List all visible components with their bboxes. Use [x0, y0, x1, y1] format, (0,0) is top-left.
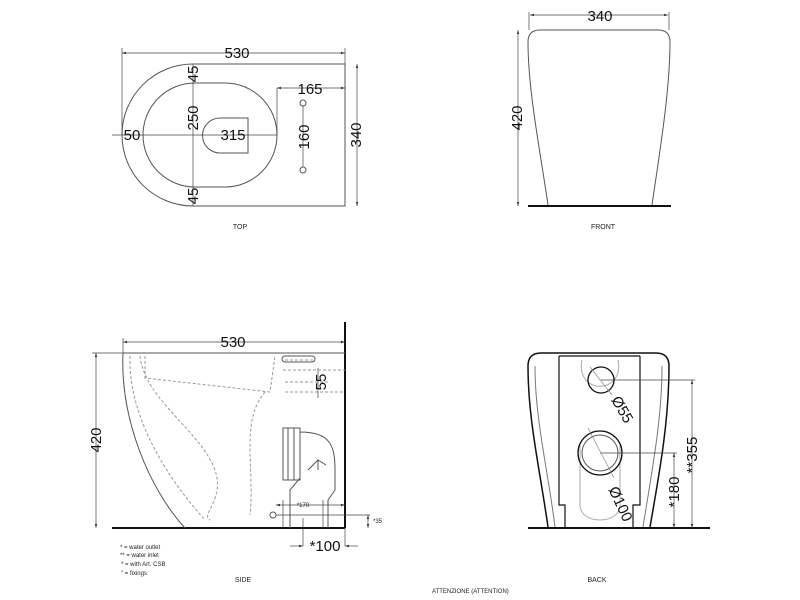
fixing-hole-top: [299, 99, 307, 107]
side-outlet-pipe: [282, 427, 336, 528]
side-dim-fixing-height: *35: [373, 519, 383, 525]
legend-item: * = water outlet: [120, 545, 161, 551]
legend-item: " = fixings: [121, 571, 147, 577]
front-dim-width: 340: [587, 8, 612, 25]
side-dim-outlet-width: *100: [310, 538, 341, 555]
back-outline: [527, 352, 670, 528]
side-dim-length: 530: [220, 334, 245, 351]
side-outline: [122, 352, 345, 529]
front-view: 340 420 FRONT: [509, 8, 671, 231]
front-dim-height: 420: [509, 105, 526, 130]
fixing-hole-bottom: [299, 166, 307, 174]
side-dim-height: 420: [88, 427, 105, 452]
top-drain-hole: [202, 117, 249, 154]
top-dim-fixing-back: 165: [297, 81, 322, 98]
front-outline: [527, 29, 671, 206]
back-panel: [558, 355, 641, 528]
side-fixing: [269, 511, 277, 519]
back-dim-outlet-height: *180: [666, 477, 683, 508]
top-dim-rim-bottom: 45: [185, 188, 202, 205]
top-view-label: TOP: [233, 224, 248, 231]
top-outline: [121, 63, 346, 207]
attention-note: ATTENZIONE (ATTENTION): [432, 589, 509, 595]
side-dim-inlet: 55: [313, 374, 330, 391]
top-dim-length: 530: [224, 45, 249, 62]
top-dim-width: 340: [348, 122, 365, 147]
front-view-label: FRONT: [591, 224, 616, 231]
side-view: 530 420 55 *170 *35 *100 * = water outle…: [88, 322, 383, 584]
top-view: 530 340 165 160 250 45 45 50 315 TOP: [112, 45, 365, 231]
back-view-label: BACK: [587, 577, 606, 584]
top-bowl-opening: [142, 82, 278, 188]
side-inner-trap: [129, 355, 276, 521]
top-dim-front-rim: 50: [124, 127, 141, 144]
legend-item: ** = water inlet: [120, 553, 159, 559]
back-dim-inlet-diameter: Ø55: [607, 393, 636, 426]
side-view-label: SIDE: [235, 577, 252, 584]
back-view: Ø55 Ø100 **355 *180 BACK: [527, 352, 710, 584]
legend-item: * = with Art. CSB: [121, 562, 166, 568]
top-dim-inner-width: 250: [185, 105, 202, 130]
top-dim-fixing-spacing: 160: [296, 124, 313, 149]
side-dim-outlet-dist: *170: [297, 503, 310, 509]
top-dim-rim-top: 45: [185, 66, 202, 83]
side-inlet-channel: [283, 359, 345, 393]
top-dim-hole: 315: [220, 127, 245, 144]
back-dim-inlet-height: **355: [684, 437, 701, 474]
